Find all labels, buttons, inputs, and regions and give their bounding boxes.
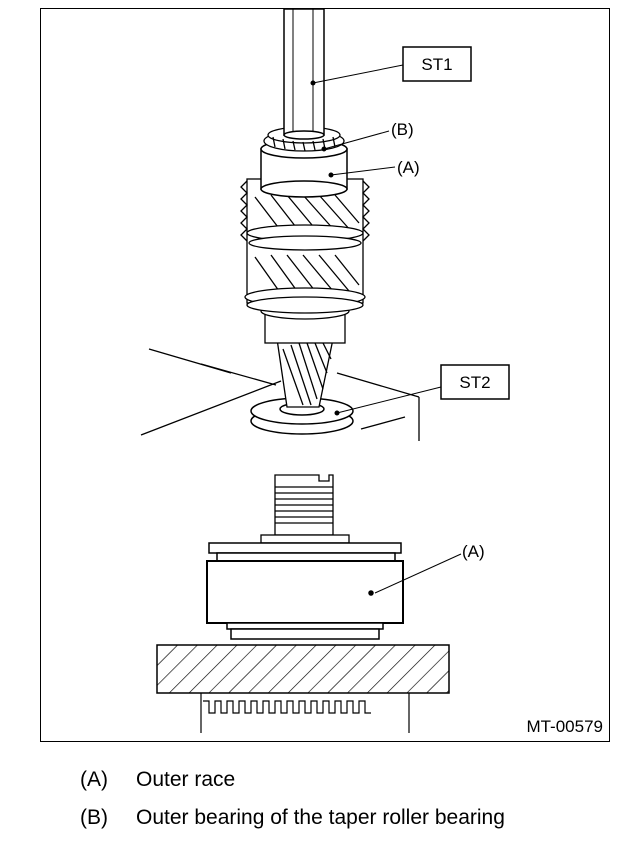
press-diagram: ST1 ST2 (B) (A) (A) bbox=[140, 9, 510, 733]
pinion-shaft bbox=[276, 338, 334, 408]
st2-label: ST2 bbox=[459, 373, 490, 392]
st1-callout-box bbox=[402, 46, 472, 82]
leader-lines-upper bbox=[310, 64, 442, 416]
leader-line-lower bbox=[374, 553, 462, 594]
base-fixture bbox=[200, 693, 410, 733]
st2-callout-box bbox=[440, 364, 510, 400]
outer-race-lower bbox=[206, 542, 404, 640]
st1-label: ST1 bbox=[421, 55, 452, 74]
legend-key: (B) bbox=[80, 806, 108, 829]
legend-text: Outer race bbox=[136, 768, 236, 791]
figure-id: MT-00579 bbox=[526, 717, 603, 736]
lower-spline-shaft bbox=[260, 474, 350, 544]
legend-key: (A) bbox=[80, 768, 108, 791]
callout-b-upper: (B) bbox=[391, 120, 414, 139]
legend-item-a: (A) Outer race bbox=[80, 768, 235, 792]
callout-a-lower: (A) bbox=[462, 542, 485, 561]
workbench-block bbox=[140, 348, 420, 441]
legend-item-b: (B) Outer bearing of the taper roller bea… bbox=[80, 806, 505, 830]
gear-stack bbox=[240, 178, 370, 314]
callout-a-upper: (A) bbox=[397, 158, 420, 177]
diagram-frame: ST1 ST2 (B) (A) (A) MT-00579 bbox=[40, 8, 610, 742]
base-plate bbox=[156, 644, 450, 694]
st1-tool bbox=[283, 9, 325, 140]
legend-text: Outer bearing of the taper roller bearin… bbox=[136, 806, 505, 829]
